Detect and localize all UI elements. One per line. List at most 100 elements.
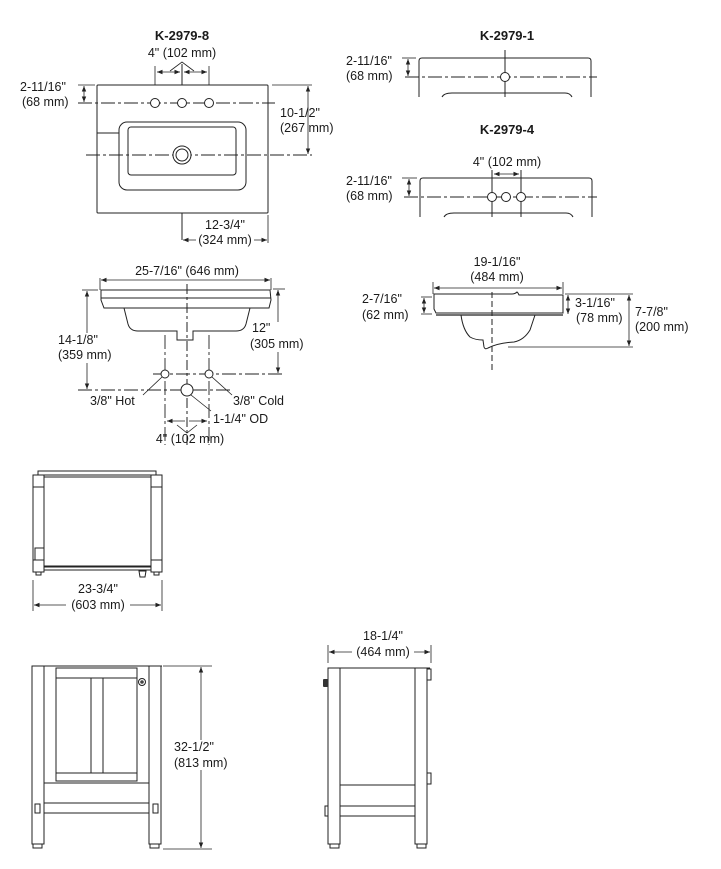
vanity-height-mm: (813 mm) [174, 756, 227, 770]
drain-label: 1-1/4" OD [213, 412, 268, 426]
k2979-1-bowl-edge [441, 92, 573, 98]
cold-label: 3/8" Cold [233, 394, 284, 408]
side-bowl-depth-mm: (200 mm) [635, 320, 688, 334]
side-rim [433, 291, 564, 314]
shelf-peg-right [152, 803, 159, 814]
faucet-hole-left [150, 98, 160, 108]
vanity-width-mm: (603 mm) [71, 598, 124, 612]
vanity-depth-in: 18-1/4" [363, 629, 403, 643]
foot-right [149, 843, 160, 849]
side-rim-back-mm: (78 mm) [576, 311, 623, 325]
front-total-height-mm: (359 mm) [58, 348, 111, 362]
vanity-top-back-rail [37, 470, 157, 476]
front-width-label: 25-7/16" (646 mm) [135, 264, 239, 278]
side-bowl [460, 314, 536, 350]
k2979-8-top-view: K-2979-8 4" (102 mm) 2-11/16" (68 mm) 10… [20, 28, 333, 247]
front-section-view: 25-7/16" (646 mm) 3/8" Hot 3/8" Cold 1-1… [55, 264, 308, 446]
vanity-depth-mm: (464 mm) [356, 645, 409, 659]
vanity-front-view: 32-1/2" (813 mm) [31, 665, 232, 850]
side-foot-back [416, 843, 427, 849]
vanity-side-view: 18-1/4" (464 mm) [323, 629, 432, 849]
k2979-4-hole-right [516, 192, 526, 202]
front-supply-height-mm: (305 mm) [250, 337, 303, 351]
spread-leader [169, 61, 195, 72]
hot-leader [142, 376, 163, 396]
back-bracket-bottom [426, 772, 432, 785]
adjuster-foot [138, 570, 147, 578]
k2979-8-edge-in: 2-11/16" [20, 80, 66, 94]
front-bowl [123, 307, 251, 341]
corner-post-tr [150, 474, 163, 488]
k2979-4-edge-mm: (68 mm) [346, 189, 393, 203]
k2979-4-bowl-edge [443, 212, 574, 218]
k2979-1-faucet-hole [500, 72, 510, 82]
side-depth-mm: (484 mm) [470, 270, 523, 284]
corner-post-br [150, 559, 163, 573]
door-outer [55, 667, 138, 782]
back-bracket-top [426, 668, 432, 681]
side-bowl-depth-in: 7-7/8" [635, 305, 668, 319]
front-rim [100, 289, 272, 309]
k2979-8-side-mm: (324 mm) [198, 233, 251, 247]
supply-spread-label: 4" (102 mm) [156, 432, 224, 446]
foot-left [35, 571, 42, 576]
door-center-stile [90, 677, 104, 774]
hot-label: 3/8" Hot [90, 394, 135, 408]
k2979-4-edge-in: 2-11/16" [346, 174, 392, 188]
k2979-1-edge-in: 2-11/16" [346, 54, 392, 68]
front-total-height-in: 14-1/8" [58, 333, 98, 347]
side-section-view: 19-1/16" (484 mm) 2-7/16" (62 mm) 3-1/16… [362, 255, 694, 372]
shelf-peg-left [34, 803, 41, 814]
bowl-inner [127, 126, 237, 176]
vanity-width-in: 23-3/4" [78, 582, 118, 596]
label-mask [352, 645, 414, 659]
foot-right [153, 571, 160, 576]
k2979-8-depth-mm: (267 mm) [280, 121, 333, 135]
supply-spread-leader [176, 424, 198, 434]
k2979-4-title: K-2979-4 [480, 122, 535, 137]
hot-supply [160, 369, 170, 379]
k2979-4-outline [419, 177, 593, 217]
side-rim-back-in: 3-1/16" [575, 296, 615, 310]
side-peg [324, 805, 329, 817]
side-panel-notch [34, 547, 45, 561]
k2979-1-title: K-2979-1 [480, 28, 534, 43]
k2979-4-view: K-2979-4 4" (102 mm) 2-11/16" (68 mm) [346, 122, 597, 218]
faucet-hole-right [204, 98, 214, 108]
side-rim-front-in: 2-7/16" [362, 292, 402, 306]
k2979-4-hole-left [487, 192, 497, 202]
vanity-top-view: 23-3/4" (603 mm) [32, 470, 163, 612]
vanity-height-in: 32-1/2" [174, 740, 214, 754]
door-knob-center [140, 680, 144, 684]
k2979-4-hole-center [501, 192, 511, 202]
k2979-8-side-in: 12-3/4" [205, 218, 245, 232]
side-leg-front [327, 667, 341, 845]
drain-outlet [180, 383, 194, 397]
door-frame [43, 665, 150, 784]
leg-left [31, 665, 45, 845]
k2979-8-title: K-2979-8 [155, 28, 209, 43]
label-mask [196, 231, 254, 245]
side-foot-front [329, 843, 340, 849]
vanity-frame [32, 474, 163, 571]
k2979-8-edge-mm: (68 mm) [22, 95, 69, 109]
drain-leader [190, 394, 212, 412]
k2979-1-view: K-2979-1 2-11/16" (68 mm) [346, 28, 597, 98]
door-panel [55, 677, 138, 774]
corner-post-bl [32, 559, 45, 573]
foot-left [32, 843, 43, 849]
corner-post-tl [32, 474, 45, 488]
front-supply-height-in: 12" [252, 321, 270, 335]
label-mask [172, 740, 232, 770]
bowl-outer [118, 121, 247, 191]
k2979-4-spread-label: 4" (102 mm) [473, 155, 541, 169]
k2979-8-depth-in: 10-1/2" [280, 106, 320, 120]
side-leg-back [414, 667, 428, 845]
label-mask [66, 596, 130, 610]
k2979-1-edge-mm: (68 mm) [346, 69, 393, 83]
cold-leader [211, 376, 233, 396]
drain-inner [175, 148, 189, 162]
vanity-inner [43, 476, 152, 568]
label-mask [250, 322, 308, 352]
